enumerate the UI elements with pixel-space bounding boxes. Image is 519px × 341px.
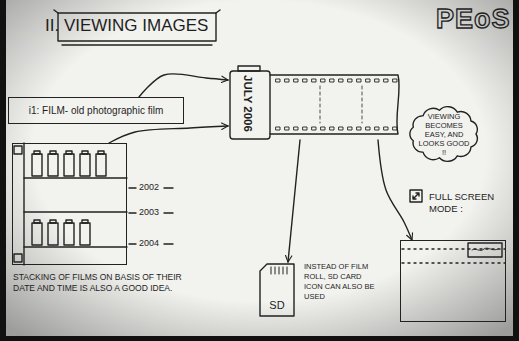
screen-heading: FULL SCREEN MODE : bbox=[429, 191, 509, 215]
film-roll: JULY 2006 bbox=[228, 66, 403, 140]
canister-cap bbox=[82, 151, 88, 154]
tag-scribble bbox=[472, 248, 498, 250]
fullscreen-icon bbox=[410, 190, 422, 202]
canister-cap bbox=[34, 151, 40, 154]
film-shelf: STACKING OF FILMS ON BASIS OF THEIR DATE… bbox=[12, 143, 127, 265]
film-roll-outline bbox=[228, 66, 403, 140]
year-dash bbox=[129, 188, 173, 244]
film-perforation bbox=[276, 79, 397, 130]
film-canister bbox=[64, 223, 74, 245]
canister-cap bbox=[66, 220, 72, 223]
screen-tag bbox=[468, 243, 502, 257]
card-contacts bbox=[271, 267, 287, 274]
film-canister bbox=[96, 154, 106, 176]
thought-cloud: VIEWING BECOMES EASY, AND LOOKS GOOD !! bbox=[406, 104, 482, 164]
scroll-button bbox=[14, 146, 22, 154]
canister-cap bbox=[98, 151, 104, 154]
flow-arrow bbox=[288, 140, 300, 262]
film-canister bbox=[48, 154, 58, 176]
film-canister bbox=[32, 154, 42, 176]
note-text: INSTEAD OF FILM ROLL, SD CARD ICON CAN A… bbox=[304, 262, 380, 302]
page-title: II. VIEWING IMAGES bbox=[45, 16, 208, 36]
source-box: i1: FILM- old photographic film bbox=[8, 97, 184, 124]
year-label: 2003 bbox=[139, 207, 159, 217]
card-text: SD bbox=[258, 299, 296, 311]
canister-cap bbox=[66, 151, 72, 154]
flow-arrow bbox=[139, 74, 228, 97]
scroll-button bbox=[14, 254, 22, 262]
canister-cap bbox=[82, 220, 88, 223]
film-strip bbox=[270, 75, 399, 134]
film-canister bbox=[80, 223, 90, 245]
shelf-frame bbox=[14, 143, 127, 265]
box-text: i1: FILM- old photographic film bbox=[9, 98, 183, 123]
canister-cap bbox=[34, 220, 40, 223]
screen-film-strip bbox=[402, 243, 505, 263]
cloud-text: VIEWING BECOMES EASY, AND LOOKS GOOD !! bbox=[417, 104, 471, 164]
paper-shadow bbox=[6, 0, 513, 336]
paper-sheet bbox=[6, 0, 513, 336]
icon-frame bbox=[410, 190, 422, 202]
frame-divider bbox=[320, 86, 362, 123]
flow-arrow bbox=[109, 126, 228, 143]
canister-cap bbox=[50, 151, 56, 154]
perforation-row bbox=[402, 249, 505, 263]
film-canister bbox=[32, 223, 42, 245]
logo-mark: PEoS bbox=[436, 4, 511, 35]
film-canister bbox=[80, 154, 90, 176]
shelf-note: STACKING OF FILMS ON BASIS OF THEIR DATE… bbox=[13, 272, 185, 294]
sketch-ink bbox=[14, 10, 505, 265]
roll-cap bbox=[238, 66, 260, 71]
film-canister bbox=[48, 223, 58, 245]
roll-body bbox=[230, 71, 270, 139]
screen-frame: FULL SCREEN MODE : bbox=[400, 240, 506, 322]
icon-arrow bbox=[413, 193, 419, 199]
year-label: 2004 bbox=[139, 238, 159, 248]
roll-date: JULY 2006 bbox=[242, 75, 254, 132]
sd-card: SD bbox=[258, 262, 296, 318]
film-canisters bbox=[32, 151, 106, 245]
year-label: 2002 bbox=[139, 182, 159, 192]
film-canister bbox=[64, 154, 74, 176]
film-roll-ink bbox=[230, 66, 399, 139]
flow-arrow bbox=[378, 140, 412, 240]
canister-cap bbox=[50, 220, 56, 223]
shelf-line bbox=[24, 178, 127, 247]
